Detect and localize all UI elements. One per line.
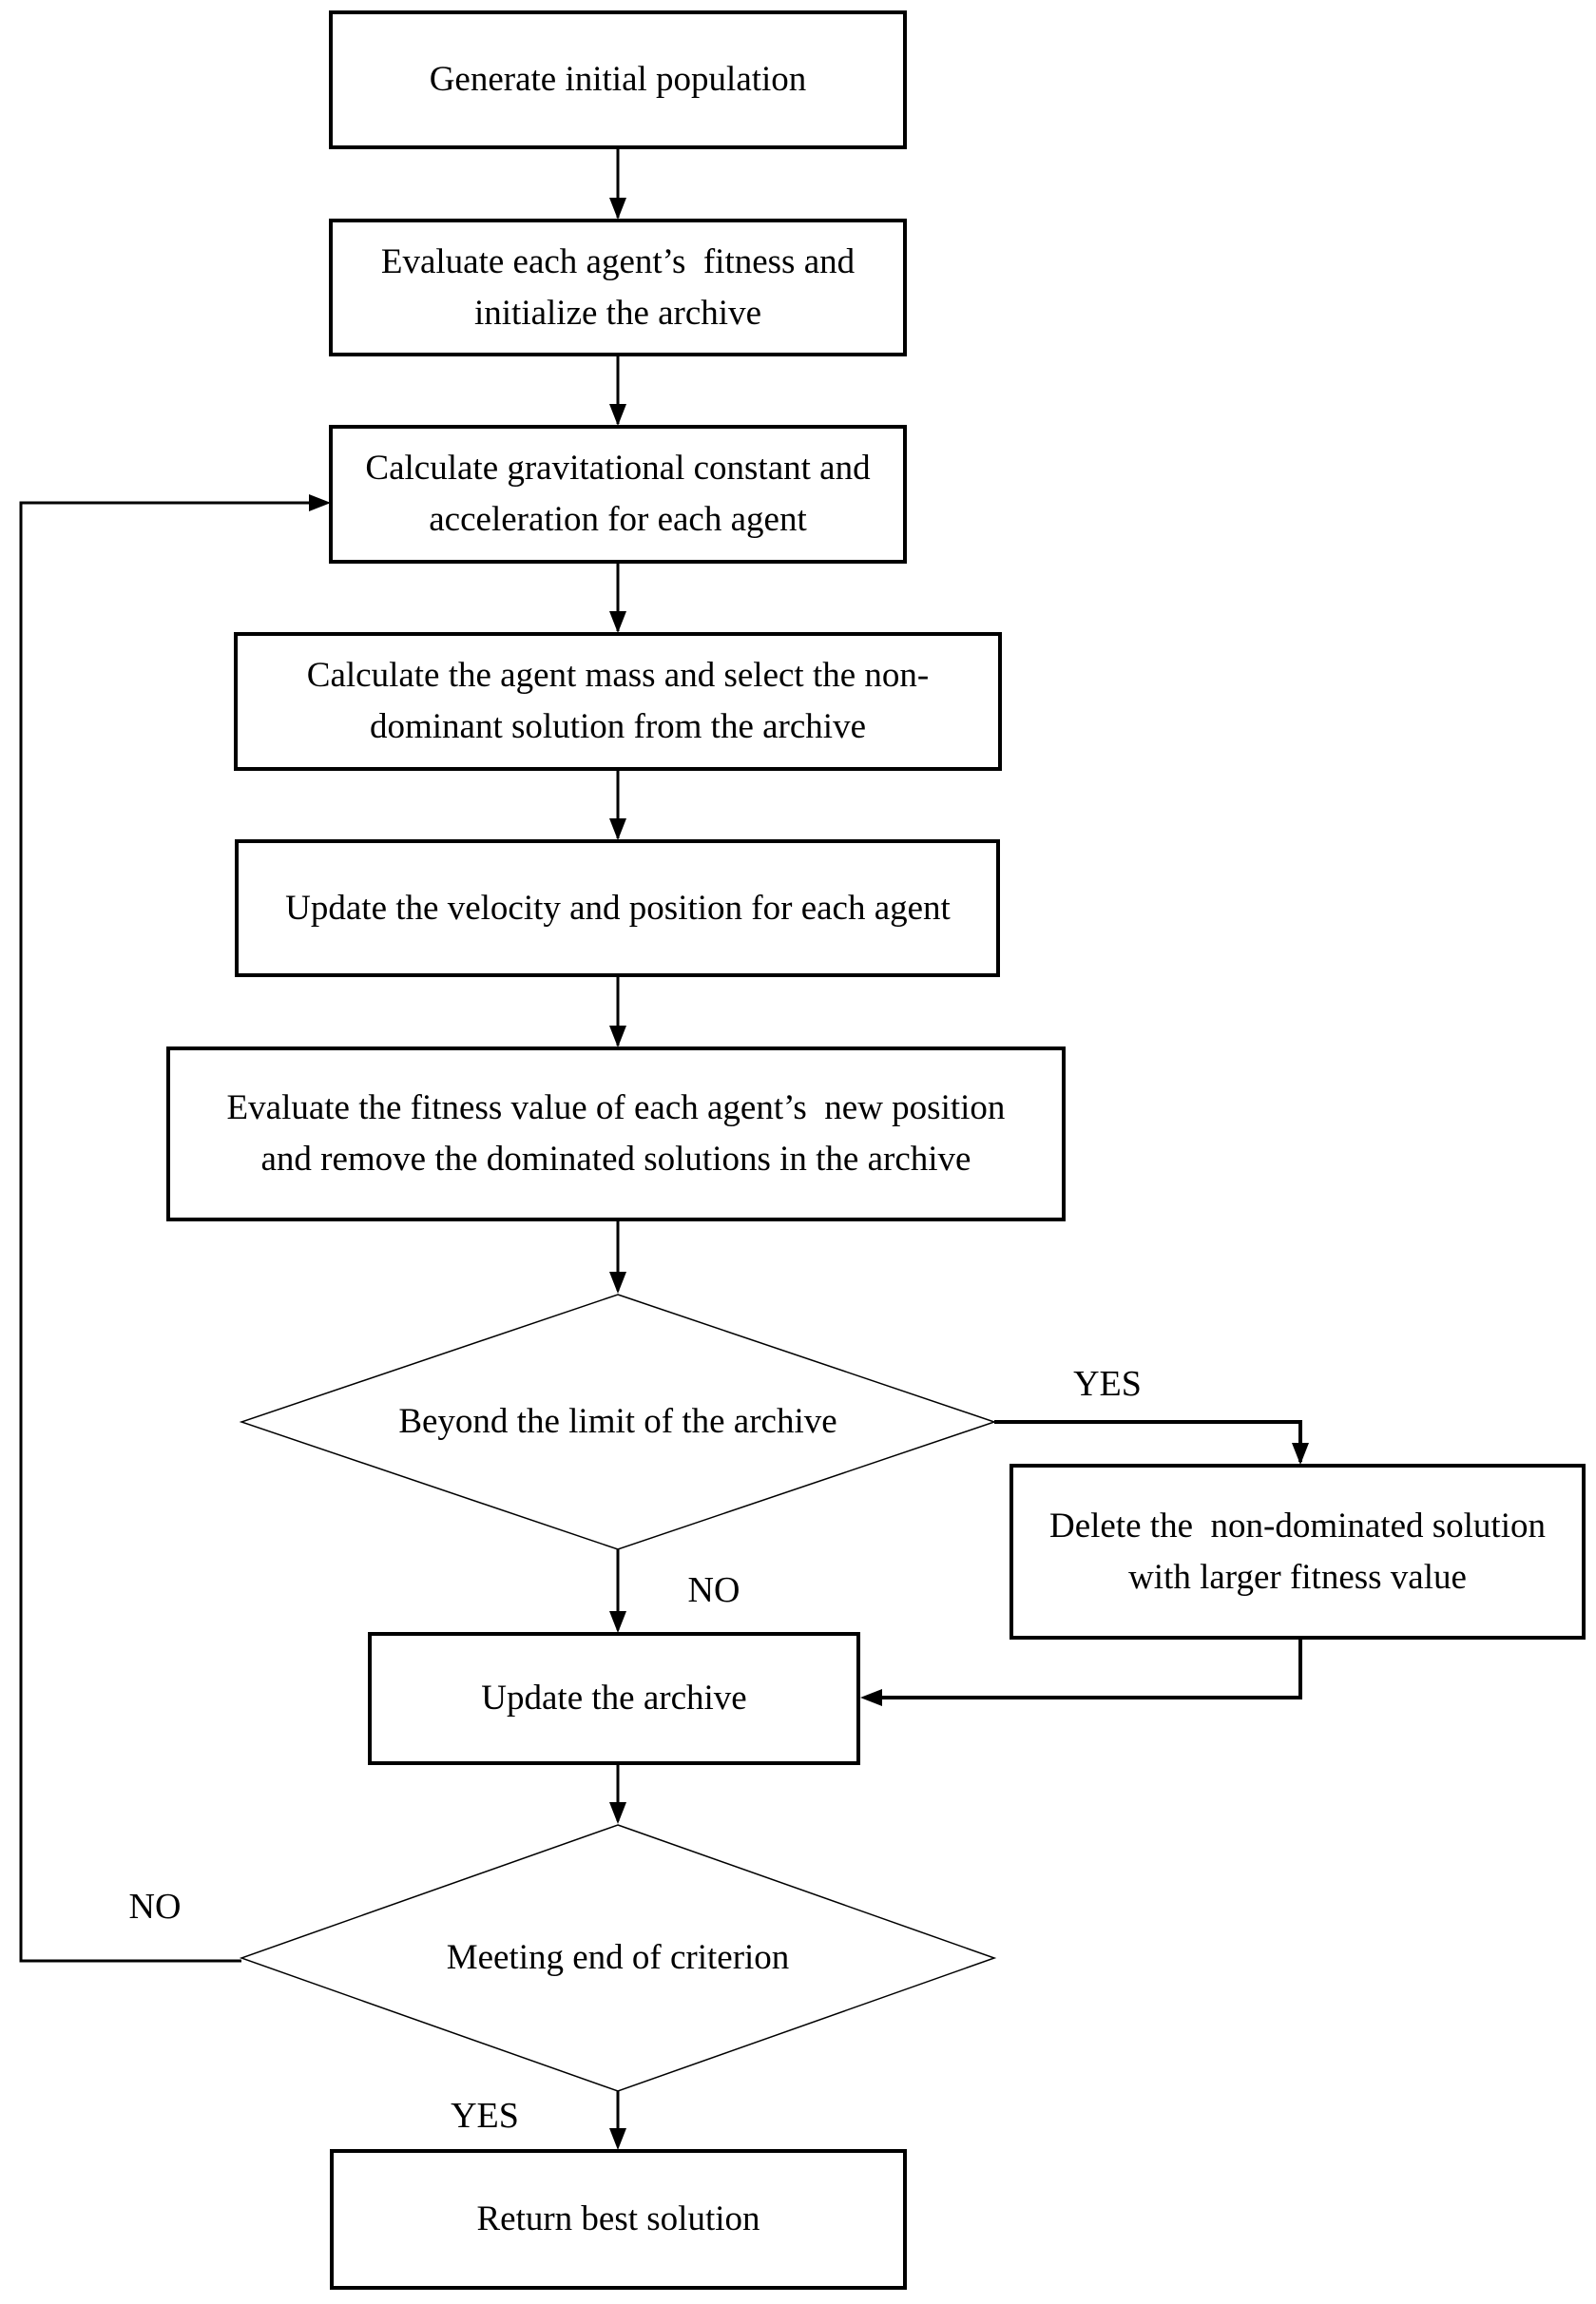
arrowhead-into-update-archive-top [609, 1611, 626, 1633]
arrowhead-into-gravitational-left [309, 494, 331, 511]
arrowhead-into-meeting-end [609, 1802, 626, 1824]
process-box-delete-non-dominated [1010, 1464, 1586, 1640]
connectors [19, 147, 1302, 2146]
process-box-generate-initial-population [329, 10, 907, 149]
process-box-calculate-gravitational-constant [329, 425, 907, 564]
connector-delete-to-update-archive [882, 1638, 1302, 1699]
arrowhead-into-return [609, 2128, 626, 2150]
process-box-calculate-agent-mass [234, 632, 1002, 771]
arrowhead-into-beyond-limit [609, 1272, 626, 1294]
decision-diamond-meeting-end [239, 1824, 997, 2092]
connector-meeting-end-no-feedback [19, 501, 311, 1963]
decision-diamonds [239, 1294, 997, 2092]
process-box-return-best-solution [330, 2149, 907, 2290]
arrowhead-into-evaluate-new [609, 1026, 626, 1047]
decision-diamond-beyond-limit [239, 1294, 997, 1550]
process-boxes [166, 10, 1586, 2290]
process-box-update-archive [368, 1632, 860, 1765]
arrowhead-into-update-archive-right [860, 1689, 882, 1706]
arrowheads [309, 198, 1309, 2150]
arrowhead-into-delete [1292, 1443, 1309, 1465]
process-box-evaluate-fitness-initialize-archive [329, 219, 907, 356]
arrowhead-into-mass [609, 611, 626, 633]
arrowhead-into-evaluate [609, 198, 626, 220]
connector-beyond-limit-yes-to-delete [994, 1420, 1302, 1462]
process-box-evaluate-new-position [166, 1046, 1066, 1221]
process-box-update-velocity-position [235, 839, 1000, 977]
arrowhead-into-velocity [609, 818, 626, 840]
arrowhead-into-gravitational [609, 404, 626, 426]
